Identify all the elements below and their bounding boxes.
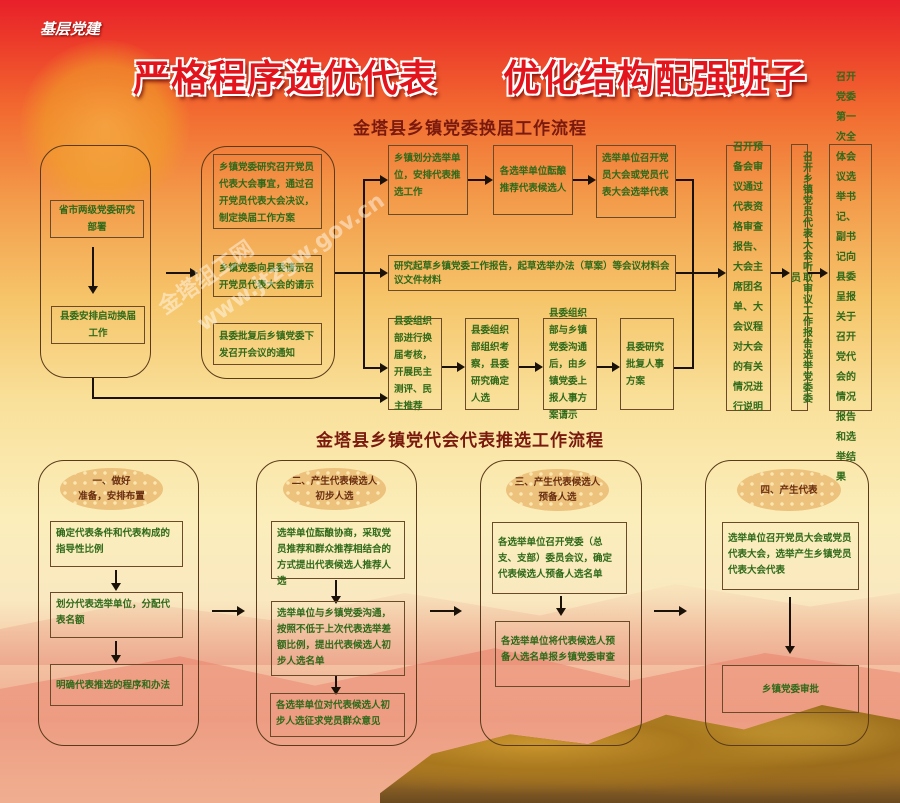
step-report-review: 各选举单位将代表候选人预备人选名单报乡镇党委审查 — [495, 621, 630, 687]
step-first-plenary: 召开党委第一次全体会议选举书记、副书记向县委呈报关于召开党代会的情况报告和选举结… — [829, 72, 872, 483]
stage-initial-candidates — [256, 460, 417, 746]
step-draft-reports: 研究起草乡镇党委工作报告，起草选举办法（草案）等会议材料会议文件材料 — [388, 255, 676, 291]
step-approve-personnel: 县委研究批复人事方案 — [620, 318, 674, 410]
step-congress: 召开乡镇党员代表大会听取审议工作报告选举党委委员 — [789, 144, 812, 411]
slogan-left: 严格程序选优代表 — [133, 56, 437, 100]
step-recommend-candidates: 各选举单位酝酿推荐代表候选人 — [493, 145, 573, 215]
stage-container-2 — [201, 146, 335, 379]
step-town-request: 乡镇党委向县委请示召开党员代表大会的请示 — [213, 255, 322, 297]
step-assessment: 县委组织部进行换届考核，开展民主测评、民主推荐 — [388, 316, 442, 412]
stage-2-header: 二、产生代表候选人初步人选 — [283, 468, 386, 510]
step-solicit-opinions: 各选举单位对代表候选人初步人选征求党员群众意见 — [270, 693, 405, 737]
step-define-criteria: 确定代表条件和代表构成的指导性比例 — [50, 521, 183, 567]
step-define-procedure: 明确代表推选的程序和办法 — [50, 664, 183, 706]
step-initial-list: 选举单位与乡镇党委沟通，按照不低于上次代表选举差额比例，提出代表候选人初步人选名… — [271, 601, 405, 676]
step-preparatory-meeting: 召开预备会审议通过代表资格审查报告、大会主席团名单、大会议程对大会的有关情况进行… — [726, 142, 771, 413]
flow1-title: 金塔县乡镇党委换届工作流程 — [353, 119, 587, 139]
stage-prelim-candidates — [480, 460, 642, 746]
column-tag: 基层党建 — [40, 20, 101, 38]
step-allocate-quotas: 划分代表选举单位，分配代表名额 — [50, 592, 183, 638]
flow2-title: 金塔县乡镇党代会代表推选工作流程 — [316, 431, 604, 451]
step-county-approve: 县委批复后乡镇党委下发召开会议的通知 — [213, 323, 322, 365]
step-elect-delegates: 选举单位召开党员大会或党员代表大会选举代表 — [596, 145, 676, 218]
step-town-plan: 乡镇党委研究召开党员代表大会事宜，通过召开党员代表大会决议，制定换届工作方案 — [213, 154, 322, 229]
step-personnel-plan: 县委组织部与乡镇党委沟通后，由乡镇党委上报人事方案请示 — [543, 308, 597, 421]
party-emblem-icon — [20, 40, 190, 210]
step-committee-meeting: 各选举单位召开党委（总支、支部）委员会议，确定代表候选人预备人选名单 — [492, 522, 627, 594]
step-county-launch: 县委安排启动换届工作 — [51, 306, 145, 344]
stage-elect-delegates — [705, 460, 869, 746]
stage-3-header: 三、产生代表候选人预备人选 — [506, 469, 609, 511]
stage-container-1 — [40, 145, 151, 378]
stage-4-header: 四、产生代表 — [737, 469, 841, 511]
stage-1-header: 一、做好准备，安排布置 — [60, 468, 163, 510]
step-consult-recommend: 选举单位酝酿协商，采取党员推荐和群众推荐相结合的方式提出代表候选人推荐人选 — [271, 521, 405, 587]
step-elect-town-delegates: 选举单位召开党员大会或党员代表大会，选举产生乡镇党员代表大会代表 — [722, 522, 859, 590]
step-province-deploy: 省市两级党委研究部署 — [50, 200, 144, 238]
step-town-approval: 乡镇党委审批 — [722, 665, 859, 713]
stage-prepare — [38, 460, 199, 746]
step-inspection: 县委组织部组织考察，县委研究确定人选 — [465, 318, 519, 410]
slogan-right: 优化结构配强班子 — [503, 56, 807, 100]
step-divide-units: 乡镇划分选举单位，安排代表推选工作 — [388, 145, 468, 215]
